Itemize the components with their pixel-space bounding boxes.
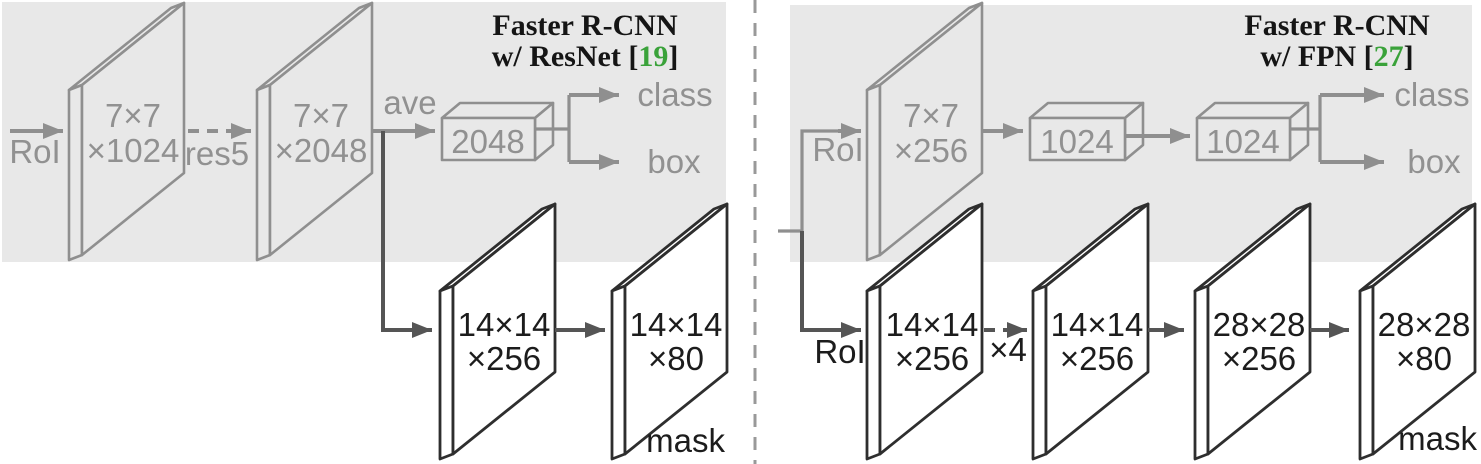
right-fc1-1024-box	[1028, 101, 1145, 162]
right-x4-label: ×4	[989, 331, 1027, 368]
left-mask-plate1-channels-label: ×256	[467, 340, 541, 377]
right-roi-top-label: RoI	[812, 131, 863, 168]
right-mask-plate2-size-label: 14×14	[1051, 306, 1144, 343]
right-roi-top-line	[800, 129, 840, 231]
left-plate1-size-label: 7×7	[105, 97, 161, 134]
left-mask-branch-arrow	[381, 131, 432, 338]
right-mask-plate4-channels-label: ×80	[1396, 340, 1452, 377]
left-class-output-label: class	[637, 76, 712, 113]
right-fc1-label: 1024	[1040, 123, 1113, 160]
left-plate-7x7x1024	[67, 1, 186, 262]
right-plate-top-channels-label: ×256	[894, 132, 968, 169]
left-plate2-size-label: 7×7	[293, 97, 349, 134]
right-mask-plate4-28x28x80	[1358, 202, 1477, 461]
right-mask-plate3-size-label: 28×28	[1213, 306, 1306, 343]
right-box-output-label: box	[1407, 143, 1461, 180]
right-mask-plate4-size-label: 28×28	[1378, 306, 1471, 343]
right-mask-plate1-14x14x256	[865, 202, 984, 461]
right-fc2-label: 1024	[1206, 123, 1279, 160]
left-fc-2048-box	[440, 101, 555, 162]
right-mask-plate2-channels-label: ×256	[1060, 340, 1134, 377]
right-mask-plate1-channels-label: ×256	[895, 340, 969, 377]
right-roi-bottom-label: RoI	[814, 333, 865, 370]
left-mask-plate2-size-label: 14×14	[630, 306, 723, 343]
right-fc2-1024-box	[1195, 101, 1310, 162]
left-roi-label: RoI	[9, 133, 60, 170]
right-title-line2-prefix: w/ FPN [	[1260, 40, 1373, 73]
left-plate-7x7x2048	[255, 1, 374, 262]
left-title-reference-number: 19	[638, 40, 668, 73]
left-mask-plate-14x14x80	[610, 202, 729, 461]
right-class-output-label: class	[1394, 76, 1469, 113]
left-title-line1: Faster R-CNN	[492, 9, 678, 42]
left-fc-2048-label: 2048	[451, 123, 524, 160]
right-plate-top-size-label: 7×7	[903, 97, 959, 134]
left-res5-label: res5	[185, 135, 249, 172]
left-plate2-channels-label: ×2048	[275, 132, 368, 169]
left-title-line2: w/ ResNet [19]	[492, 40, 679, 73]
left-plate1-channels-label: ×1024	[87, 132, 180, 169]
right-title-line2: w/ FPN [27]	[1260, 40, 1413, 73]
right-mask-plate3-channels-label: ×256	[1222, 340, 1296, 377]
right-plate-7x7x256	[865, 1, 984, 262]
left-mask-plate-14x14x256	[438, 202, 557, 461]
left-title-line2-close: ]	[668, 40, 678, 73]
left-ave-label: ave	[383, 84, 436, 121]
right-roi-bottom-arrow	[800, 231, 861, 338]
right-title-line2-close: ]	[1404, 40, 1414, 73]
left-box-output-label: box	[647, 143, 701, 180]
left-mask-plate2-channels-label: ×80	[648, 340, 704, 377]
right-title-reference-number: 27	[1374, 40, 1404, 73]
right-title-line1: Faster R-CNN	[1244, 9, 1430, 42]
right-mask-plate2-14x14x256	[1031, 202, 1150, 461]
left-mask-plate1-size-label: 14×14	[458, 306, 551, 343]
right-mask-plate3-28x28x256	[1193, 202, 1312, 461]
left-mask-output-label: mask	[646, 422, 725, 459]
left-title-line2-prefix: w/ ResNet [	[492, 40, 639, 73]
right-mask-plate1-size-label: 14×14	[886, 306, 979, 343]
right-mask-output-label: mask	[1398, 420, 1477, 457]
